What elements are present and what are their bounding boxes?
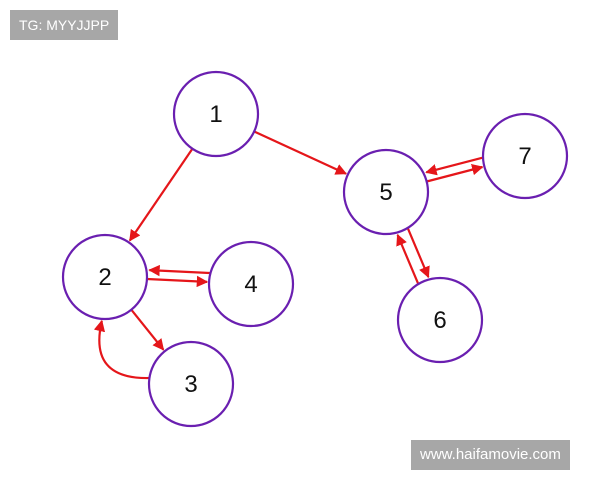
edge-7-to-5 [425,156,483,176]
node-3-circle [147,340,235,428]
node-6-label: 6 [433,307,446,334]
node-4-circle [207,240,295,328]
node-6: 6 [396,276,484,364]
edge-4-to-2 [148,264,210,277]
node-3-label: 3 [184,371,197,398]
edge-3-to-2 [93,319,150,380]
edge-6-to-5 [396,233,420,285]
watermark-top: TG: MYYJJPP [10,10,119,40]
edges-layer [93,130,484,380]
node-7-label: 7 [518,143,531,170]
node-4: 4 [207,240,295,328]
edge-5-to-6 [406,227,430,279]
node-5-circle [342,148,430,236]
node-1-label: 1 [209,101,222,128]
node-1: 1 [172,70,260,158]
node-5: 5 [342,148,430,236]
node-2: 2 [61,233,149,321]
edge-2-to-3 [130,309,165,351]
edge-2-to-4 [146,275,209,288]
node-6-circle [396,276,484,364]
edge-1-to-5 [253,130,348,175]
node-5-label: 5 [379,179,392,206]
node-2-label: 2 [98,264,111,291]
node-2-circle [61,233,149,321]
node-7-circle [481,112,569,200]
node-7: 7 [481,112,569,200]
node-3: 3 [147,340,235,428]
edge-1-to-2 [128,148,194,242]
node-1-circle [172,70,260,158]
edge-5-to-7 [426,164,484,183]
nodes-layer: 1 2 3 4 5 6 7 [61,70,569,428]
node-4-label: 4 [244,271,257,298]
watermark-bottom: www.haifamovie.com [411,440,570,470]
